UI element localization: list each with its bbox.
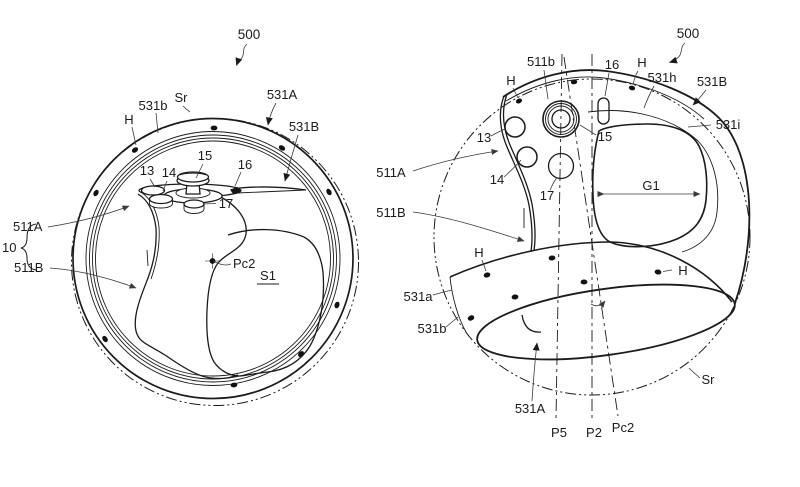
labels-right: 500 511b 16 H H 531h 531B 531i 13 14 15 … [376,26,740,440]
label-531B-left: 531B [289,119,319,134]
leaders-left [20,43,299,289]
button-16-right [597,97,610,125]
label-511B-right: 511B [376,205,405,220]
label-17-right: 17 [540,188,554,203]
button-16-left [230,187,241,194]
label-531a-right: 531a [404,289,434,304]
label-13-left: 13 [140,163,154,178]
left-view-front: 500 Sr 531b H 531A 531B 15 16 13 14 17 5… [2,27,359,406]
label-531b-right: 531b [418,321,447,336]
label-10-left: 10 [2,240,16,255]
leaders-right [412,42,712,402]
label-p2-right: P2 [586,425,602,440]
label-16-left: 16 [238,157,252,172]
label-511A-left: 511A [13,219,43,234]
labels-left: 500 Sr 531b H 531A 531B 15 16 13 14 17 5… [2,27,319,285]
label-sr-right: Sr [702,372,716,387]
label-500-right: 500 [677,26,700,41]
axis-pc2 [563,56,619,417]
controller-body-left [134,171,325,380]
label-13-right: 13 [477,130,491,145]
label-15-left: 15 [198,148,212,163]
label-531i-right: 531i [716,117,741,132]
button-17-right [547,152,575,180]
label-531A-left: 531A [267,87,298,102]
led-markers-left [93,125,340,388]
label-pc2-left: Pc2 [233,256,255,271]
angle-arc [590,300,606,308]
button-14-right [516,146,538,168]
axis-p5 [555,53,563,420]
tracking-ring-band-right [449,241,736,361]
led-markers-right [467,79,662,321]
controller-face-right [499,69,751,304]
button-14-left [148,193,174,209]
label-17-left: 17 [219,196,233,211]
brace-10 [20,223,37,271]
label-p5-right: P5 [551,425,567,440]
label-511B-left: 511B [14,260,43,275]
label-531B-right: 531B [697,74,727,89]
right-view-perspective: 500 511b 16 H H 531h 531B 531i 13 14 15 … [376,26,751,440]
label-s1-left: S1 [260,268,276,283]
ring-bottom-opening [476,283,736,361]
label-511A-right: 511A [376,165,406,180]
label-sr-left: Sr [175,90,189,105]
label-h-top-left: H [506,73,515,88]
label-531h-right: 531h [648,70,677,85]
thumbstick-left [163,171,223,204]
grip-opening-right [591,123,708,248]
label-h-left: H [124,112,133,127]
tracking-ring-outer-left [72,117,354,400]
button-13-right [504,116,526,138]
label-16-right: 16 [605,57,619,72]
button-13-left [140,185,166,196]
label-14-left: 14 [162,165,176,180]
label-h-top-right: H [637,55,646,70]
tracking-ring-inner-rim-left [85,131,341,386]
label-531b-left: 531b [139,98,168,113]
label-pc2-right: Pc2 [612,420,634,435]
reference-axes-right [555,53,619,421]
label-h-mid-right: H [678,263,687,278]
label-g1-right: G1 [642,178,659,193]
label-511b-right: 511b [527,54,555,69]
label-15-right: 15 [598,129,612,144]
label-531A-right: 531A [515,401,546,416]
label-500-left: 500 [238,27,261,42]
button-17-left [183,199,205,214]
label-14-right: 14 [490,172,504,187]
label-h-mid-left: H [474,245,483,260]
